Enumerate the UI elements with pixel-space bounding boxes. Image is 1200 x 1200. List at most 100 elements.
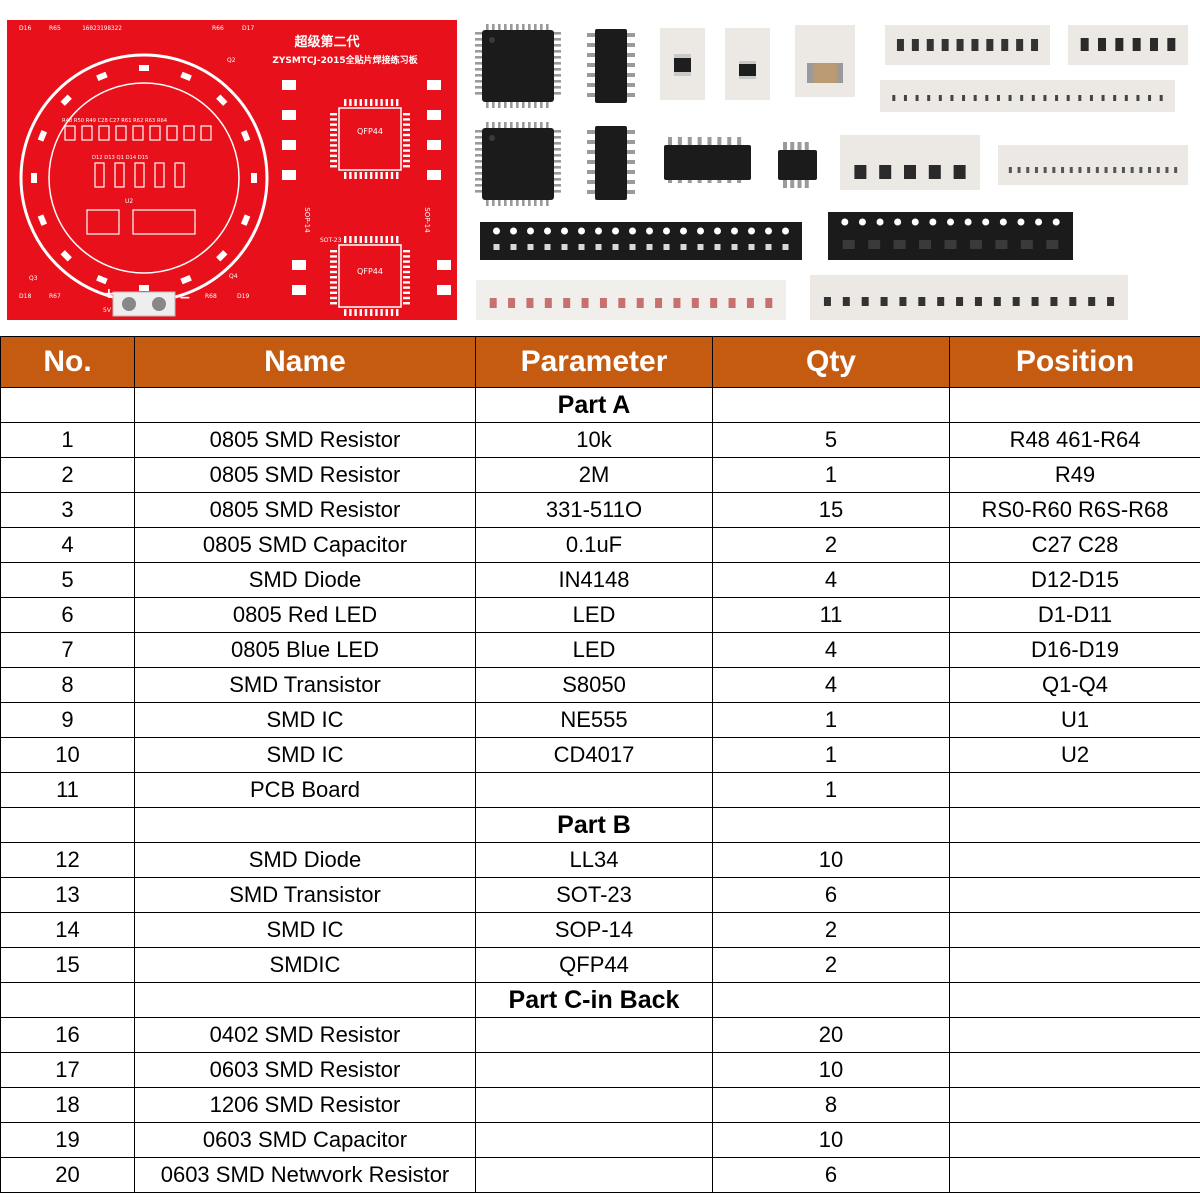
cell-qty: 1 [712,702,950,738]
pcb-plus-mark: + [103,286,115,302]
cell-name: SMD Diode [134,562,476,598]
cell-no: 18 [0,1087,135,1123]
tape-black-led-strip [480,222,802,260]
cell-no: 5 [0,562,135,598]
pcb-power-pad-2 [152,297,166,311]
cell-no: 20 [0,1157,135,1193]
pcb-subtitle: ZYSMTCJ-2015全贴片焊接练习板 [272,54,418,66]
cell-qty: 1 [712,772,950,808]
cell-name: 0805 SMD Resistor [134,457,476,493]
cell-position: D1-D11 [949,597,1200,633]
pcb-u2-outline [132,209,196,235]
pcb-label-d16: D16 [19,25,31,32]
cell-position [949,1052,1200,1088]
empty-cell [712,807,950,843]
cell-position [949,877,1200,913]
cell-qty: 15 [712,492,950,528]
cell-no: 19 [0,1122,135,1158]
cell-name: 0805 SMD Resistor [134,492,476,528]
pcb-qfp-bottom [330,236,410,316]
cell-parameter: 10k [475,422,713,458]
cell-no: 15 [0,947,135,983]
cell-parameter: S8050 [475,667,713,703]
cell-position: RS0-R60 R6S-R68 [949,492,1200,528]
cell-no: 3 [0,492,135,528]
pcb-label-u2: U2 [125,198,133,205]
cell-no: 4 [0,527,135,563]
cell-parameter: LL34 [475,842,713,878]
cell-qty: 4 [712,667,950,703]
cell-position [949,912,1200,948]
cell-no: 8 [0,667,135,703]
tape-sot23-strip [828,212,1073,260]
table-header-row: No. Name Parameter Qty Position [0,336,1200,388]
pcb-qfp-top [330,99,410,179]
cell-parameter [475,1052,713,1088]
ne555-chip [778,142,817,188]
cell-no: 9 [0,702,135,738]
cell-no: 7 [0,632,135,668]
cell-qty: 2 [712,912,950,948]
cell-no: 11 [0,772,135,808]
tape-1206-resistor [660,28,705,100]
cell-position: U1 [949,702,1200,738]
cell-qty: 8 [712,1087,950,1123]
cell-qty: 6 [712,1157,950,1193]
pcb-phone: 16023198322 [82,25,122,32]
cell-parameter: 2M [475,457,713,493]
cell-position: D16-D19 [949,632,1200,668]
cell-name: 1206 SMD Resistor [134,1087,476,1123]
cell-parameter: 331-511O [475,492,713,528]
pcb-row-pads [64,125,212,141]
cell-qty: 5 [712,422,950,458]
cell-no: 1 [0,422,135,458]
cell-qty: 10 [712,1122,950,1158]
cell-name: 0805 SMD Capacitor [134,527,476,563]
cell-qty: 10 [712,842,950,878]
empty-cell [0,807,135,843]
sop14-chip-2 [587,126,635,200]
section-title: Part C-in Back [475,982,713,1018]
pcb-sot-label: SOT-23 [320,237,342,244]
empty-cell [949,982,1200,1018]
empty-cell [949,387,1200,423]
header-name: Name [134,336,476,388]
cell-name: SMD IC [134,702,476,738]
cell-qty: 11 [712,597,950,633]
cell-parameter: QFP44 [475,947,713,983]
cell-no: 13 [0,877,135,913]
cell-name: SMD Diode [134,842,476,878]
cell-name: 0402 SMD Resistor [134,1017,476,1053]
tape-ll34-diode-strip [476,280,786,320]
tape-capacitor [795,25,855,97]
header-no: No. [0,336,135,388]
empty-cell [0,982,135,1018]
cell-parameter [475,1157,713,1193]
cell-position: R49 [949,457,1200,493]
cell-parameter: SOT-23 [475,877,713,913]
pcb-sop-right-label: SOP-14 [423,207,431,233]
cell-no: 6 [0,597,135,633]
pcb-label-r67: R67 [49,293,61,300]
cell-position [949,1087,1200,1123]
cell-parameter: NE555 [475,702,713,738]
cell-parameter [475,1017,713,1053]
section-row: Part A [0,387,1200,423]
pcb-label-q2: Q2 [227,57,236,64]
empty-cell [712,387,950,423]
cell-name: 0603 SMD Resistor [134,1052,476,1088]
empty-cell [134,982,476,1018]
tape-resistor-strip-1 [885,25,1050,65]
cell-name: 0603 SMD Capacitor [134,1122,476,1158]
cell-name: SMD IC [134,912,476,948]
pcb-row-diode-labels: D12 D13 Q1 D14 D15 [92,155,148,161]
